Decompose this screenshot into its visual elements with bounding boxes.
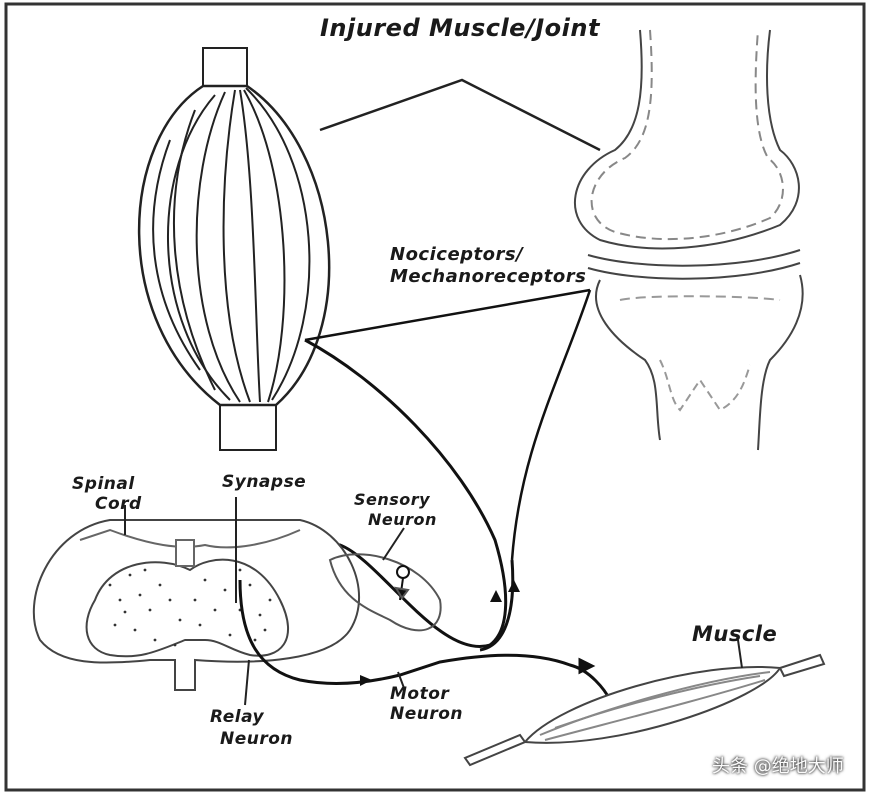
injured-muscle xyxy=(137,47,331,451)
title-pointer xyxy=(319,78,601,152)
motor-neuron-label-line1: Motor xyxy=(390,684,450,704)
label-pointers xyxy=(124,497,743,706)
watermark: 头条 @绝地大师 xyxy=(712,756,844,777)
grey-matter-stipple xyxy=(108,568,272,647)
receptor-pointers xyxy=(304,288,592,561)
spinal-cord-label-line2: Cord xyxy=(95,494,142,514)
motor-neuron-label: Motor Neuron xyxy=(390,684,463,724)
motor-arrow xyxy=(360,675,372,686)
synapse-label: Synapse xyxy=(222,472,307,492)
spinal-cord-section xyxy=(32,519,361,691)
receptors-label-line2: Mechanoreceptors xyxy=(390,266,587,287)
relay-neuron-label: Relay Neuron xyxy=(210,706,293,750)
target-muscle xyxy=(463,653,826,767)
sensory-neuron-label-line1: Sensory xyxy=(354,490,431,509)
receptors-label: Nociceptors/ Mechanoreceptors xyxy=(390,244,586,288)
sensory-neuron-label-line2: Neuron xyxy=(368,510,437,529)
sensory-arrows xyxy=(490,580,520,602)
muscle-label: Muscle xyxy=(692,622,778,646)
sensory-neuron-label: Sensory Neuron xyxy=(354,490,437,530)
spinal-cord-label: Spinal Cord xyxy=(65,474,142,514)
relay-neuron-label-line2: Neuron xyxy=(220,729,294,749)
dorsal-root-ganglion xyxy=(328,553,442,632)
receptors-label-line1: Nociceptors/ xyxy=(390,244,524,265)
knee-joint xyxy=(574,29,804,451)
relay-neuron-label-line1: Relay xyxy=(210,707,265,727)
spinal-cord-label-line1: Spinal xyxy=(72,474,135,494)
motor-neuron-label-line2: Neuron xyxy=(390,704,464,724)
diagram-title: Injured Muscle/Joint xyxy=(320,14,600,42)
